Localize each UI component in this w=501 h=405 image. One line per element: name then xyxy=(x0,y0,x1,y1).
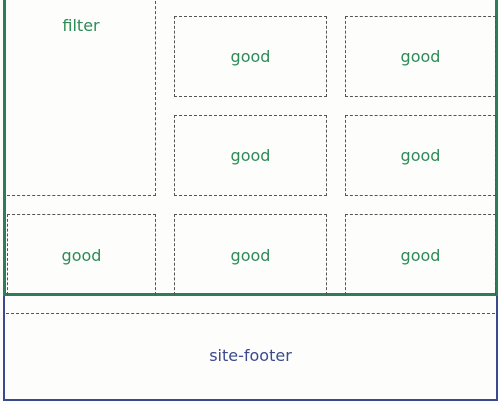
good-card: good xyxy=(174,214,327,295)
good-card: good xyxy=(345,16,496,97)
site-footer: site-footer xyxy=(6,346,495,365)
main-content-region xyxy=(3,0,498,296)
good-label: good xyxy=(400,47,441,66)
good-card: good xyxy=(7,214,156,295)
good-card: good xyxy=(345,115,496,196)
good-label: good xyxy=(400,146,441,165)
filter-label: filter xyxy=(62,16,100,35)
good-card: good xyxy=(174,16,327,97)
good-label: good xyxy=(230,245,271,265)
good-card: good xyxy=(345,214,496,295)
good-label: good xyxy=(230,146,271,165)
good-label: good xyxy=(61,245,102,265)
good-card: good xyxy=(174,115,327,196)
footer-divider xyxy=(6,313,495,314)
good-label: good xyxy=(400,245,441,265)
good-label: good xyxy=(230,47,271,66)
footer-label: site-footer xyxy=(209,346,292,365)
filter-panel: filter xyxy=(7,0,156,196)
